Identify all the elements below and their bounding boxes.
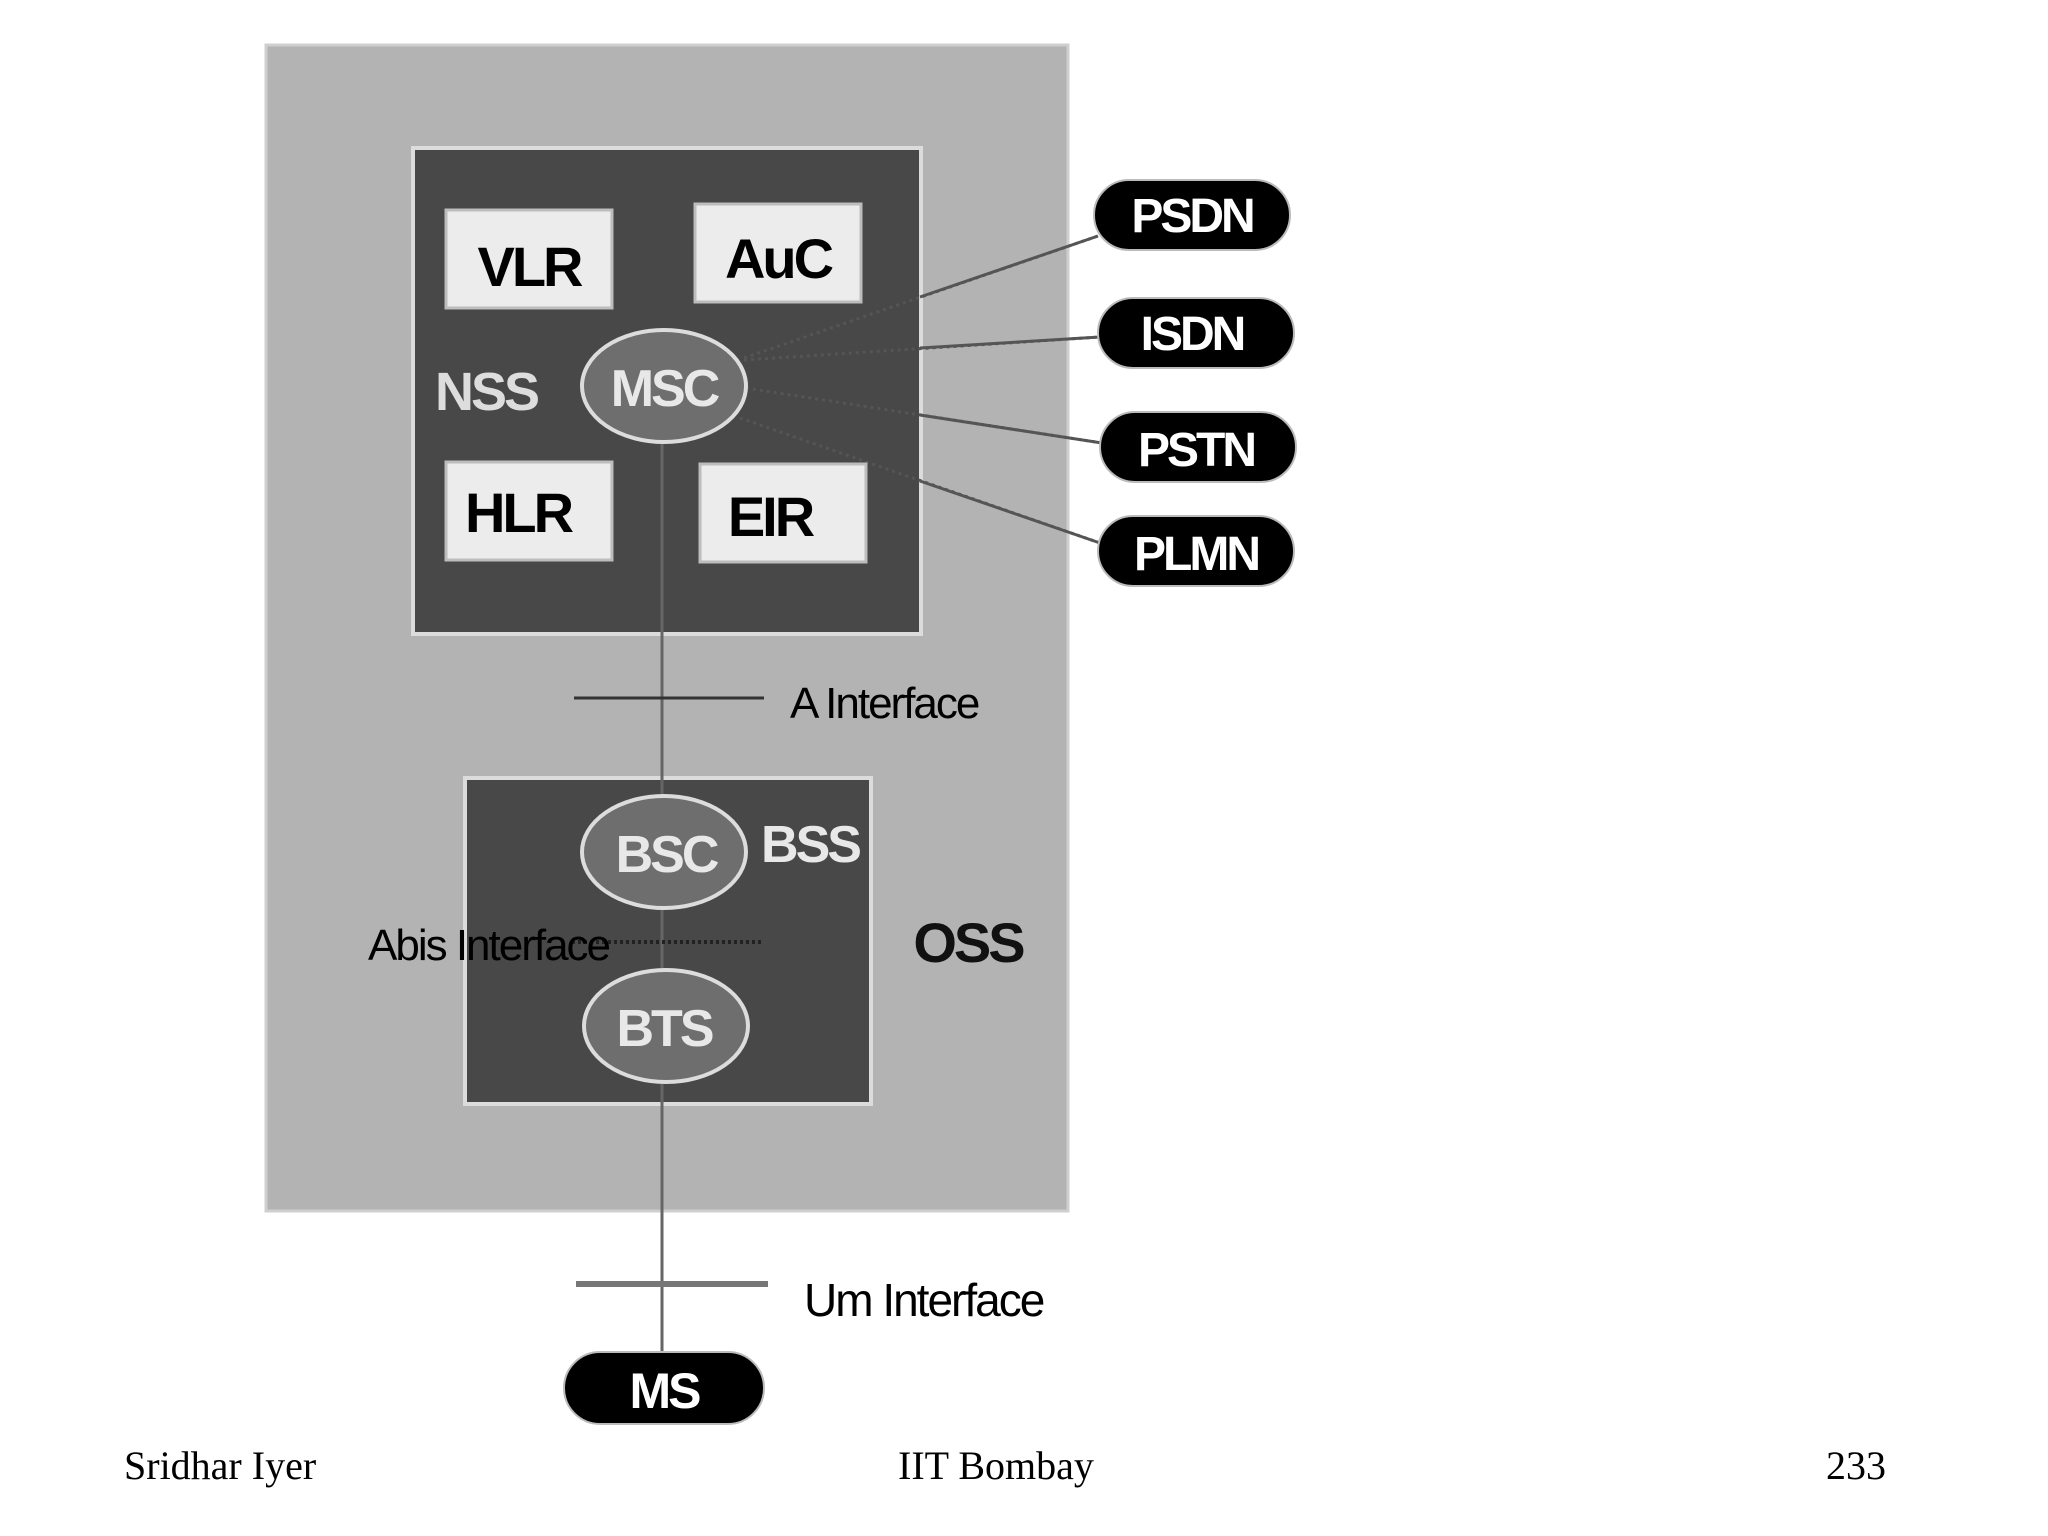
nss-label: NSS (435, 362, 538, 422)
link-msc-pstn-solid (919, 413, 1103, 445)
bsc-label: BSC (616, 826, 719, 884)
network-plmn: PLMN (1097, 515, 1295, 587)
psdn-pill (1093, 179, 1291, 251)
plmn-label: PLMN (1134, 528, 1258, 581)
um-interface-label: Um Interface (804, 1274, 1044, 1326)
a-interface-label: A Interface (790, 679, 979, 728)
abis-interface-label: Abis Interface (368, 921, 610, 970)
pstn-pill (1099, 411, 1297, 483)
ms-node: MS (563, 1351, 765, 1425)
pstn-label: PSTN (1138, 424, 1254, 477)
footer-author: Sridhar Iyer (124, 1443, 317, 1488)
msc-node (580, 328, 748, 444)
network-isdn: ISDN (1097, 297, 1295, 369)
network-psdn: PSDN (1093, 179, 1291, 251)
msc-label: MSC (611, 360, 720, 418)
eir-box (698, 462, 868, 564)
footer-page-number: 233 (1826, 1443, 1886, 1488)
oss-label: OSS (913, 911, 1024, 974)
ms-pill (563, 1351, 765, 1425)
vlr-label: VLR (478, 235, 584, 298)
plmn-pill (1097, 515, 1295, 587)
vlr-box (444, 208, 614, 310)
bss-label: BSS (761, 816, 860, 874)
network-links (739, 234, 1103, 545)
auc-box (693, 202, 863, 304)
link-msc-plmn-solid (919, 479, 1101, 545)
bts-node (582, 968, 750, 1084)
hlr-label: HLR (465, 481, 574, 544)
isdn-pill (1097, 297, 1295, 369)
isdn-label: ISDN (1141, 308, 1244, 361)
bts-label: BTS (617, 1000, 713, 1058)
footer-institution: IIT Bombay (898, 1443, 1094, 1488)
link-msc-isdn-solid (919, 335, 1101, 350)
hlr-box (444, 460, 614, 562)
network-pstn: PSTN (1099, 411, 1297, 483)
ms-label: MS (630, 1363, 701, 1419)
auc-label: AuC (725, 227, 833, 290)
eir-label: EIR (728, 485, 815, 548)
psdn-label: PSDN (1131, 190, 1253, 243)
link-msc-psdn-solid (919, 234, 1099, 299)
bsc-node (580, 794, 748, 910)
